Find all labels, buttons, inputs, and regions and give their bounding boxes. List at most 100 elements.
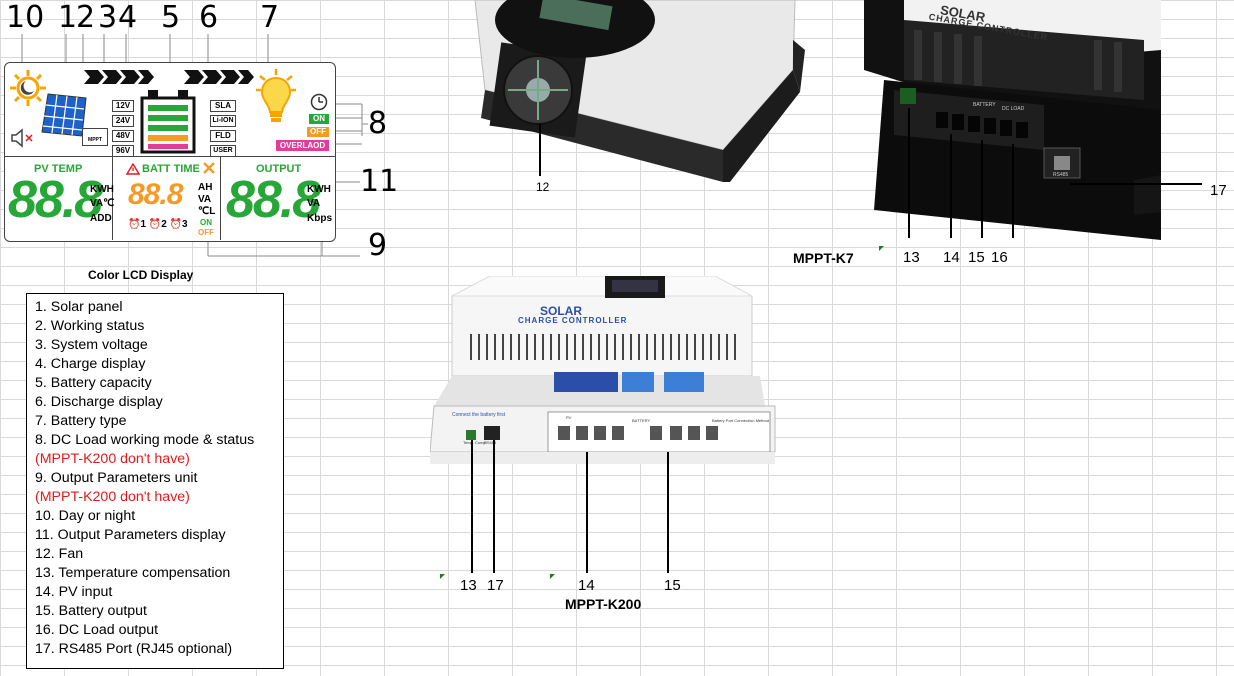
callout-17-k7: 17 <box>1210 182 1227 199</box>
pv-temp-label: PV TEMP <box>34 163 83 175</box>
legend-item: 15. Battery output <box>35 603 147 619</box>
legend-item: 13. Temperature compensation <box>35 565 231 581</box>
load-timer-clock-icon <box>310 93 328 111</box>
callout-15-line <box>981 140 983 238</box>
out-unit-kwh: KWH <box>307 184 331 195</box>
voltage-12v: 12V <box>112 100 134 112</box>
overload-status: OVERLAOD <box>276 140 329 151</box>
legend-item: 16. DC Load output <box>35 622 159 638</box>
load-on-status: ON <box>309 114 329 124</box>
k200-callout-14-line <box>586 452 588 573</box>
callout-12-line <box>539 124 541 176</box>
timer-2-label: 2 <box>161 219 167 230</box>
battery-type-fld: FLD <box>210 130 236 142</box>
buzzer-muted-icon <box>11 128 33 148</box>
k7-dcload-port-label: DC LOAD <box>1002 106 1025 112</box>
legend-item: (MPPT-K200 don't have) <box>35 489 190 505</box>
timer-on-label: ON <box>200 218 212 227</box>
cell-marker <box>440 574 445 579</box>
lcd-divider-v2 <box>220 157 221 240</box>
callout-9: 9 <box>368 228 388 263</box>
pv-unit-add: ADD <box>90 213 112 224</box>
legend-item: 17. RS485 Port (RJ45 optional) <box>35 641 233 657</box>
legend-item: 6. Discharge display <box>35 394 163 410</box>
callout-15-k200: 15 <box>664 577 681 594</box>
controller-k200-image <box>430 276 776 464</box>
lcd-caption: Color LCD Display <box>88 268 194 282</box>
lcd-divider-v1 <box>112 157 113 240</box>
model-label-k200: MPPT-K200 <box>565 596 642 612</box>
day-night-icon <box>10 70 46 106</box>
pv-unit-kwh: KWH <box>90 184 114 195</box>
k7-rs485-port-label: RS485 <box>1053 172 1069 178</box>
alarm-clock-icon: ⏰ <box>148 219 162 230</box>
k200-callout-17-line <box>493 440 495 573</box>
solar-panel-icon <box>41 93 87 137</box>
legend-item: (MPPT-K200 don't have) <box>35 451 190 467</box>
batt-time-label: BATT TIME <box>142 163 200 175</box>
callout-17-line <box>1070 183 1202 185</box>
battery-type-list: SLA Li-ION FLD USER <box>210 100 236 157</box>
k7-battery-port-label: BATTERY <box>973 102 996 108</box>
legend-item: 11. Output Parameters display <box>35 527 226 543</box>
batt-digits: 88.8 <box>128 178 183 211</box>
pv-unit-va-c: VA℃ <box>90 198 115 209</box>
callout-16-k7: 16 <box>991 249 1008 266</box>
k200-brand-line2: CHARGE CONTROLLER <box>518 316 628 325</box>
model-label-k7: MPPT-K7 <box>793 250 854 266</box>
timer-off-label: OFF <box>198 228 214 237</box>
output-label: OUTPUT <box>256 163 302 175</box>
legend-box: 1. Solar panel 2. Working status 3. System… <box>26 293 284 669</box>
warning-icon <box>126 163 140 175</box>
legend-item: 1. Solar panel <box>35 299 123 315</box>
legend-item: 4. Charge display <box>35 356 146 372</box>
output-digits: 88.8 <box>226 171 321 229</box>
callout-17-k200: 17 <box>487 577 504 594</box>
charge-arrows-icon <box>84 70 154 84</box>
controller-k7-ports-image <box>864 0 1161 240</box>
k200-warning-text: Connect the battery first <box>452 412 506 418</box>
callout-6: 6 <box>199 0 219 35</box>
k200-temp-label: Temp. Comp. <box>463 440 487 445</box>
legend-item: 14. PV input <box>35 584 113 600</box>
battery-type-sla: SLA <box>210 100 236 112</box>
k200-pv-label: PV <box>566 415 572 420</box>
legend-item: 10. Day or night <box>35 508 136 524</box>
callout-7: 7 <box>260 0 280 35</box>
timer-row: ⏰1 ⏰2 ⏰3 <box>128 219 188 230</box>
callout-3: 3 <box>98 0 118 35</box>
legend-item: 12. Fan <box>35 546 84 562</box>
timer-3-label: 3 <box>182 219 188 230</box>
batt-unit-ah: AH <box>198 182 213 193</box>
batt-unit-cl: ℃L <box>198 206 216 217</box>
callout-5: 5 <box>161 0 181 35</box>
callout-14-k7: 14 <box>943 249 960 266</box>
voltage-24v: 24V <box>112 115 134 127</box>
load-off-status: OFF <box>307 127 329 137</box>
callout-4: 4 <box>118 0 138 35</box>
pv-digits: 88.8 <box>8 171 103 229</box>
callout-14-line <box>950 134 952 238</box>
legend-item: 3. System voltage <box>35 337 148 353</box>
k200-note-label: Battery Port Connection Method <box>712 418 769 423</box>
callout-16-line <box>1012 144 1014 238</box>
callout-13-k7: 13 <box>903 249 920 266</box>
controller-fan-view-image <box>474 0 805 182</box>
alarm-clock-icon: ⏰ <box>169 219 183 230</box>
battery-type-li-ion: Li-ION <box>210 115 236 127</box>
callout-11: 11 <box>360 164 399 199</box>
legend-item: 8. DC Load working mode & status <box>35 432 255 448</box>
legend-item: 2. Working status <box>35 318 145 334</box>
callout-2: 2 <box>76 0 96 35</box>
out-unit-va: VA <box>307 198 321 209</box>
callout-8: 8 <box>368 106 388 141</box>
battery-capacity-icon <box>140 90 196 154</box>
timer-1-label: 1 <box>140 219 147 230</box>
k200-callout-15-line <box>667 452 669 573</box>
batt-unit-va: VA <box>198 194 212 205</box>
out-unit-kbps: Kbps <box>307 213 332 224</box>
mppt-tag: MPPT <box>82 128 108 146</box>
legend-item: 7. Battery type <box>35 413 127 429</box>
legend-item: 9. Output Parameters unit <box>35 470 198 486</box>
legend-item: 5. Battery capacity <box>35 375 152 391</box>
